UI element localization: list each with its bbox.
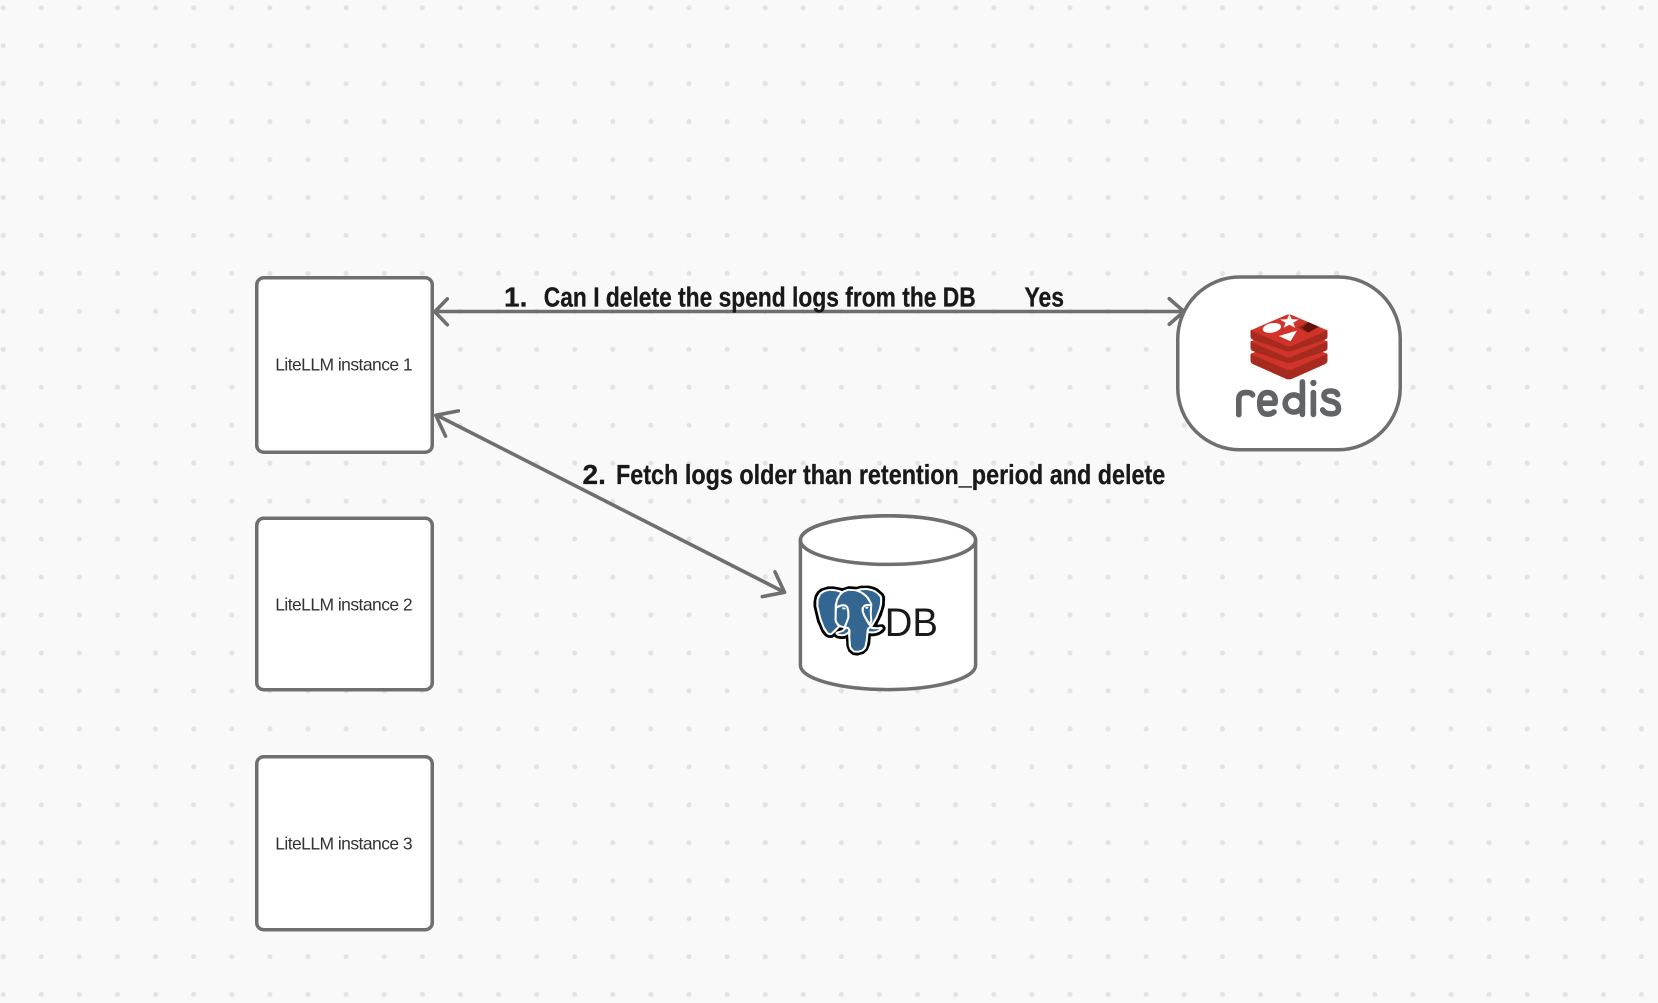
svg-text:Yes: Yes [1025, 282, 1065, 313]
svg-text:Fetch logs older than retentio: Fetch logs older than retention_period a… [616, 459, 1165, 490]
svg-text:LiteLLM instance 2: LiteLLM instance 2 [275, 594, 412, 614]
svg-text:1.: 1. [504, 282, 527, 313]
svg-text:LiteLLM instance 3: LiteLLM instance 3 [275, 834, 412, 854]
svg-text:2.: 2. [583, 459, 606, 490]
svg-text:Can I delete the spend logs fr: Can I delete the spend logs from the DB [544, 282, 976, 313]
svg-text:DB: DB [885, 601, 938, 645]
svg-text:LiteLLM instance 1: LiteLLM instance 1 [275, 354, 412, 374]
